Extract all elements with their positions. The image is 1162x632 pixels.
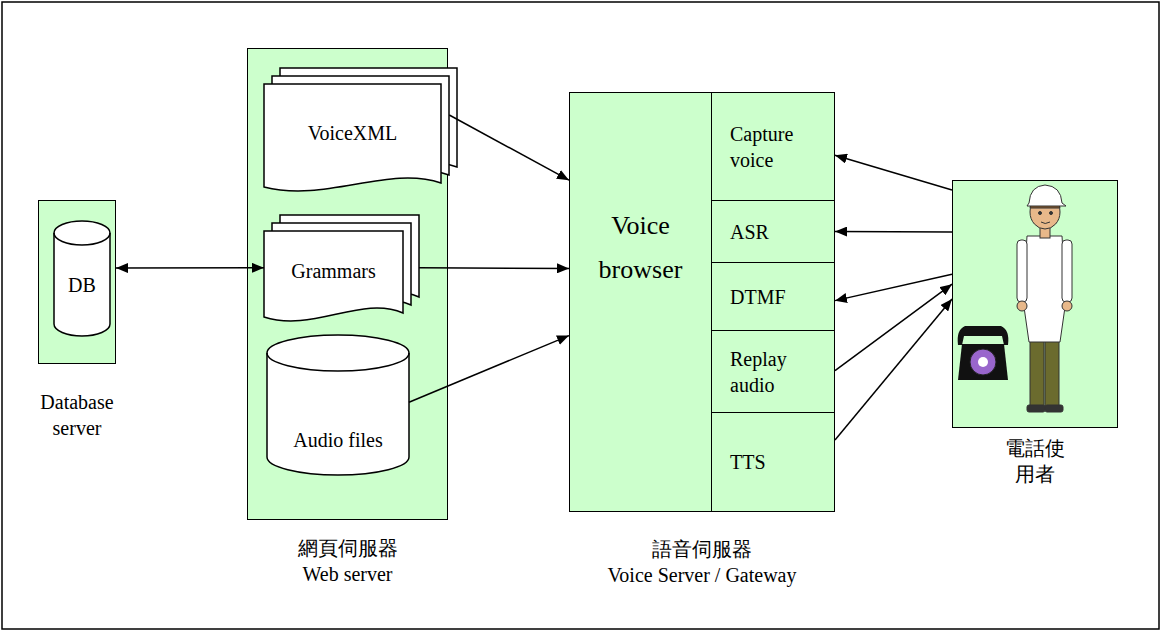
function-label: Voice browser: [580, 204, 701, 292]
telephone-icon: [958, 326, 1009, 380]
function-box: Replay audio: [711, 330, 835, 413]
gateway-group: 語音伺服器Voice Server / GatewayVoice browser…: [569, 92, 835, 512]
person-shirt: [1023, 236, 1066, 342]
panel-caption: 語音伺服器: [572, 536, 832, 562]
connector-arrow: [835, 155, 952, 190]
person-arm: [1017, 240, 1027, 302]
server-panel: Database serverDB: [38, 200, 116, 364]
function-box: DTMF: [711, 262, 835, 331]
person-shoe: [1027, 405, 1045, 412]
shape-label: Grammars: [291, 258, 375, 284]
shape-label: Audio files: [293, 427, 382, 453]
function-box: TTS: [711, 412, 835, 512]
person-shoe: [1045, 405, 1063, 412]
shape-text-area: Grammars: [268, 233, 399, 309]
panel-caption: Voice Server / Gateway: [572, 562, 832, 588]
telephone-body: [958, 344, 1008, 380]
cylinder-body: [267, 335, 409, 475]
function-label: Replay audio: [730, 346, 828, 398]
shape-label: DB: [68, 272, 96, 298]
person-neck: [1040, 226, 1050, 238]
person-arm: [1062, 240, 1072, 302]
shape-text-area: DB: [56, 245, 108, 324]
telephone-dial-center: [978, 357, 988, 367]
shape-label: VoiceXML: [308, 120, 398, 146]
person-face: [1030, 195, 1060, 229]
document-stack: Grammars: [264, 215, 419, 325]
function-box: ASR: [711, 200, 835, 263]
panel-caption: 網頁伺服器: [248, 535, 448, 561]
function-label: Capture voice: [730, 121, 828, 173]
browser-box: Voice browser: [569, 92, 712, 512]
person-leg: [1045, 338, 1059, 408]
document-stack: VoiceXML: [264, 68, 457, 195]
person-eye: [1039, 212, 1042, 215]
connector-arrow: [116, 267, 264, 269]
connector-arrow: [409, 336, 569, 403]
connector-arrow: [835, 274, 952, 300]
document-page: [264, 231, 403, 321]
telephone-handset: [958, 326, 1009, 345]
person-leg: [1030, 338, 1044, 408]
connector-arrow: [835, 299, 952, 440]
cylinder-shape: [267, 335, 409, 475]
person-mouth: [1041, 222, 1050, 224]
server-panel: 網頁伺服器Web serverVoiceXMLGrammarsAudio fil…: [247, 48, 448, 520]
telephone-dial: [970, 349, 996, 375]
shape-text-area: VoiceXML: [268, 86, 437, 179]
connector-arrow: [835, 231, 952, 233]
person-figure: [1017, 185, 1072, 412]
panel-caption: 電話使 用者: [1000, 435, 1070, 487]
connector-arrow: [449, 115, 569, 180]
panel-caption: 電話使 用者: [1000, 435, 1070, 487]
user-panel: 電話使 用者: [952, 180, 1118, 428]
cylinder-rim: [54, 233, 110, 245]
person-eye: [1050, 212, 1053, 215]
person-hand: [1062, 301, 1072, 311]
person-hair: [1030, 192, 1060, 208]
connector-arrow: [419, 267, 569, 269]
person-hand: [1017, 301, 1027, 311]
panel-caption: 網頁伺服器Web server: [248, 535, 448, 587]
function-box: Capture voice: [711, 92, 835, 201]
shape-text-area: Audio files: [269, 415, 407, 465]
cylinder-body: [54, 221, 110, 336]
panel-caption: 語音伺服器Voice Server / Gateway: [572, 536, 832, 588]
audio-cylinder: Audio files: [267, 335, 409, 475]
connector-arrow: [835, 284, 952, 371]
panel-caption: Web server: [248, 561, 448, 587]
panel-caption: Database server: [27, 389, 127, 441]
database-cylinder: DB: [54, 221, 110, 336]
person-cap: [1027, 185, 1066, 206]
function-label: DTMF: [730, 284, 786, 310]
document-page: [264, 84, 441, 191]
panel-caption: Database server: [27, 389, 127, 441]
function-label: ASR: [730, 219, 769, 245]
function-label: TTS: [730, 449, 766, 475]
cylinder-rim: [267, 353, 409, 371]
